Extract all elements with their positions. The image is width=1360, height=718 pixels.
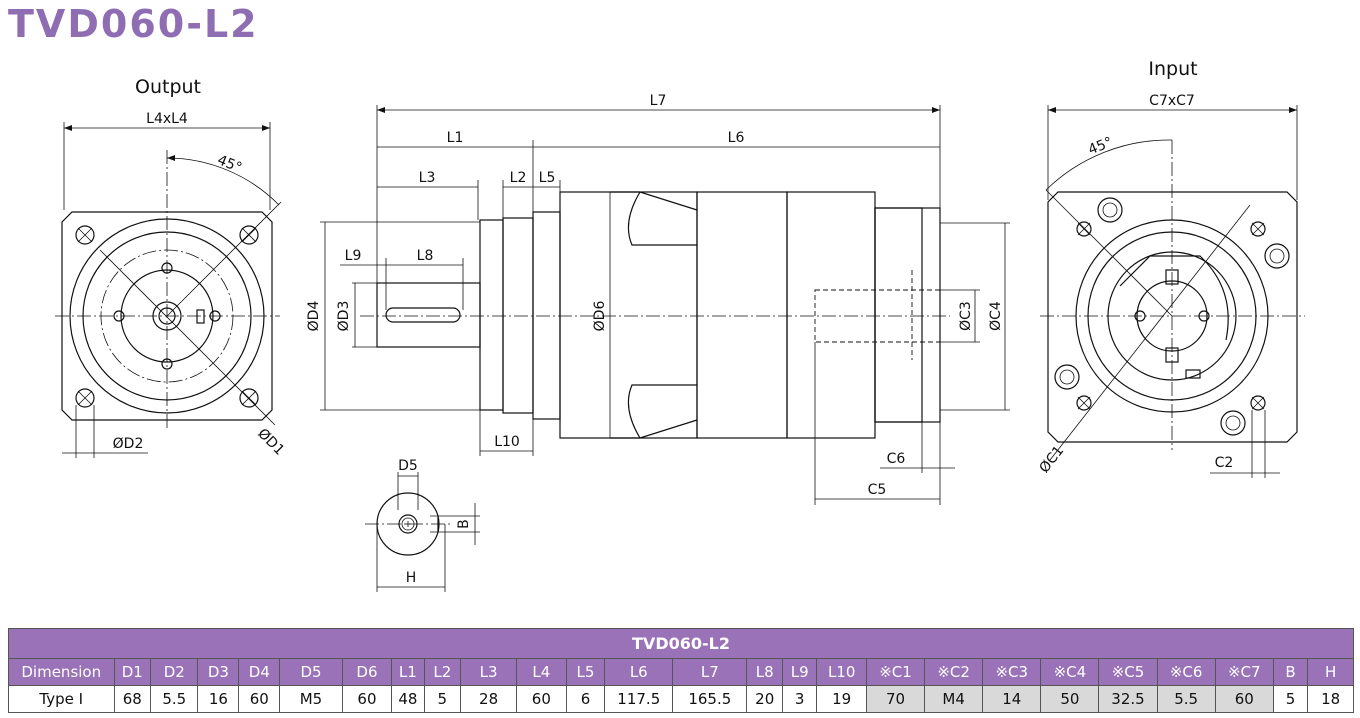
- table-header-cell: D5: [279, 658, 343, 686]
- dim-D1: ØD1: [254, 426, 287, 459]
- dim-L7: L7: [650, 93, 667, 109]
- technical-drawing: Output L4xL4 45°: [55, 58, 1305, 592]
- input-label: Input: [1148, 58, 1197, 80]
- table-cell: 3: [781, 685, 818, 713]
- table-cell: 6: [565, 685, 606, 713]
- table-header-cell: ※C7: [1214, 658, 1274, 686]
- table-cell: 20: [746, 685, 783, 713]
- dim-L9: L9: [345, 248, 362, 264]
- dim-L6: L6: [728, 130, 745, 146]
- dim-L8: L8: [417, 248, 434, 264]
- page-title: TVD060-L2: [8, 2, 259, 46]
- dim-C3: ØC3: [958, 301, 974, 331]
- table-header-cell: D2: [150, 658, 199, 686]
- table-cell: 60: [516, 685, 567, 713]
- table-cell: 60: [341, 685, 393, 713]
- table-header-cell: L8: [746, 658, 783, 686]
- angle-output: 45°: [215, 152, 244, 176]
- table-cell: 68: [113, 685, 152, 713]
- table-cell: 16: [197, 685, 240, 713]
- table-cell: 48: [391, 685, 425, 713]
- table-cell: 14: [982, 685, 1042, 713]
- table-cell: M5: [279, 685, 343, 713]
- output-shaft: [376, 282, 481, 348]
- output-flange: [61, 211, 273, 421]
- dim-L10: L10: [494, 434, 520, 450]
- input-view: Input C7xC7 45° ØC: [1036, 58, 1305, 478]
- table-cell: 165.5: [672, 685, 748, 713]
- table-header-cell: L1: [391, 658, 425, 686]
- table-cell: 5.5: [1156, 685, 1216, 713]
- table-header-cell: B: [1272, 658, 1309, 686]
- dim-D4: ØD4: [306, 301, 322, 332]
- dim-D3: ØD3: [336, 301, 352, 332]
- table-header-cell: ※C2: [924, 658, 984, 686]
- dim-C4: ØC4: [988, 301, 1004, 331]
- table-header-cell: ※C5: [1098, 658, 1158, 686]
- table-header-cell: Dimension: [8, 658, 115, 686]
- dim-D6: ØD6: [592, 301, 608, 332]
- table-cell: 117.5: [604, 685, 674, 713]
- angle-input: 45°: [1086, 134, 1115, 158]
- table-cell: 70: [865, 685, 926, 713]
- dim-C5: C5: [868, 482, 887, 498]
- dim-L3: L3: [419, 170, 436, 186]
- dim-C6: C6: [887, 451, 906, 467]
- table-cell: 60: [1214, 685, 1274, 713]
- dim-D2: ØD2: [113, 436, 144, 452]
- table-cell: M4: [924, 685, 984, 713]
- table-header-cell: L7: [672, 658, 748, 686]
- output-view: Output L4xL4 45°: [55, 76, 287, 459]
- table-cell: 5.5: [150, 685, 199, 713]
- shaft-section-view: D5 B H: [365, 458, 480, 592]
- table-header-cell: L10: [816, 658, 867, 686]
- table-header-cell: ※C6: [1156, 658, 1216, 686]
- dim-C2: C2: [1215, 455, 1234, 471]
- dim-L5: L5: [539, 170, 556, 186]
- dim-B: B: [456, 519, 472, 529]
- table-header-cell: D4: [238, 658, 281, 686]
- table-cell: 19: [816, 685, 867, 713]
- table-cell: 50: [1040, 685, 1100, 713]
- table-cell: 60: [238, 685, 281, 713]
- dim-L4xL4: L4xL4: [146, 111, 188, 127]
- table-header-cell: ※C4: [1040, 658, 1100, 686]
- table-header-cell: D3: [197, 658, 240, 686]
- table-cell: 5: [1272, 685, 1309, 713]
- table-header-cell: H: [1307, 658, 1354, 686]
- table-cell: 18: [1307, 685, 1354, 713]
- table-header-cell: ※C3: [982, 658, 1042, 686]
- table-cell: 32.5: [1098, 685, 1158, 713]
- table-header-cell: L5: [565, 658, 606, 686]
- table-header-cell: L4: [516, 658, 567, 686]
- table-header-cell: D1: [113, 658, 152, 686]
- table-cell: 5: [423, 685, 462, 713]
- input-flange: [1047, 191, 1298, 443]
- table-header-cell: D6: [341, 658, 393, 686]
- table-header-cell: L3: [460, 658, 518, 686]
- spec-table: TVD060-L2 Dimension D1 D2 D3 D4 D5 D6 L1…: [8, 628, 1354, 713]
- dim-L2: L2: [510, 170, 527, 186]
- table-title: TVD060-L2: [8, 628, 1354, 659]
- table-cell: Type I: [8, 685, 115, 713]
- table-cell: 28: [460, 685, 518, 713]
- dim-C1: ØC1: [1036, 443, 1067, 476]
- table-header-row: Dimension D1 D2 D3 D4 D5 D6 L1 L2 L3 L4 …: [8, 658, 1354, 686]
- dim-L1: L1: [447, 130, 464, 146]
- table-header-cell: L2: [423, 658, 462, 686]
- table-header-cell: L6: [604, 658, 674, 686]
- dim-D5: D5: [398, 458, 418, 474]
- dim-H: H: [406, 570, 417, 586]
- table-header-cell: ※C1: [865, 658, 926, 686]
- table-header-cell: L9: [781, 658, 818, 686]
- dim-C7xC7: C7xC7: [1149, 93, 1195, 109]
- table-row: Type I 68 5.5 16 60 M5 60 48 5 28 60 6 1…: [8, 685, 1354, 713]
- side-view: L7 L1 L6 L3 L2 L5 L9 L8: [306, 93, 1010, 505]
- output-label: Output: [135, 76, 201, 98]
